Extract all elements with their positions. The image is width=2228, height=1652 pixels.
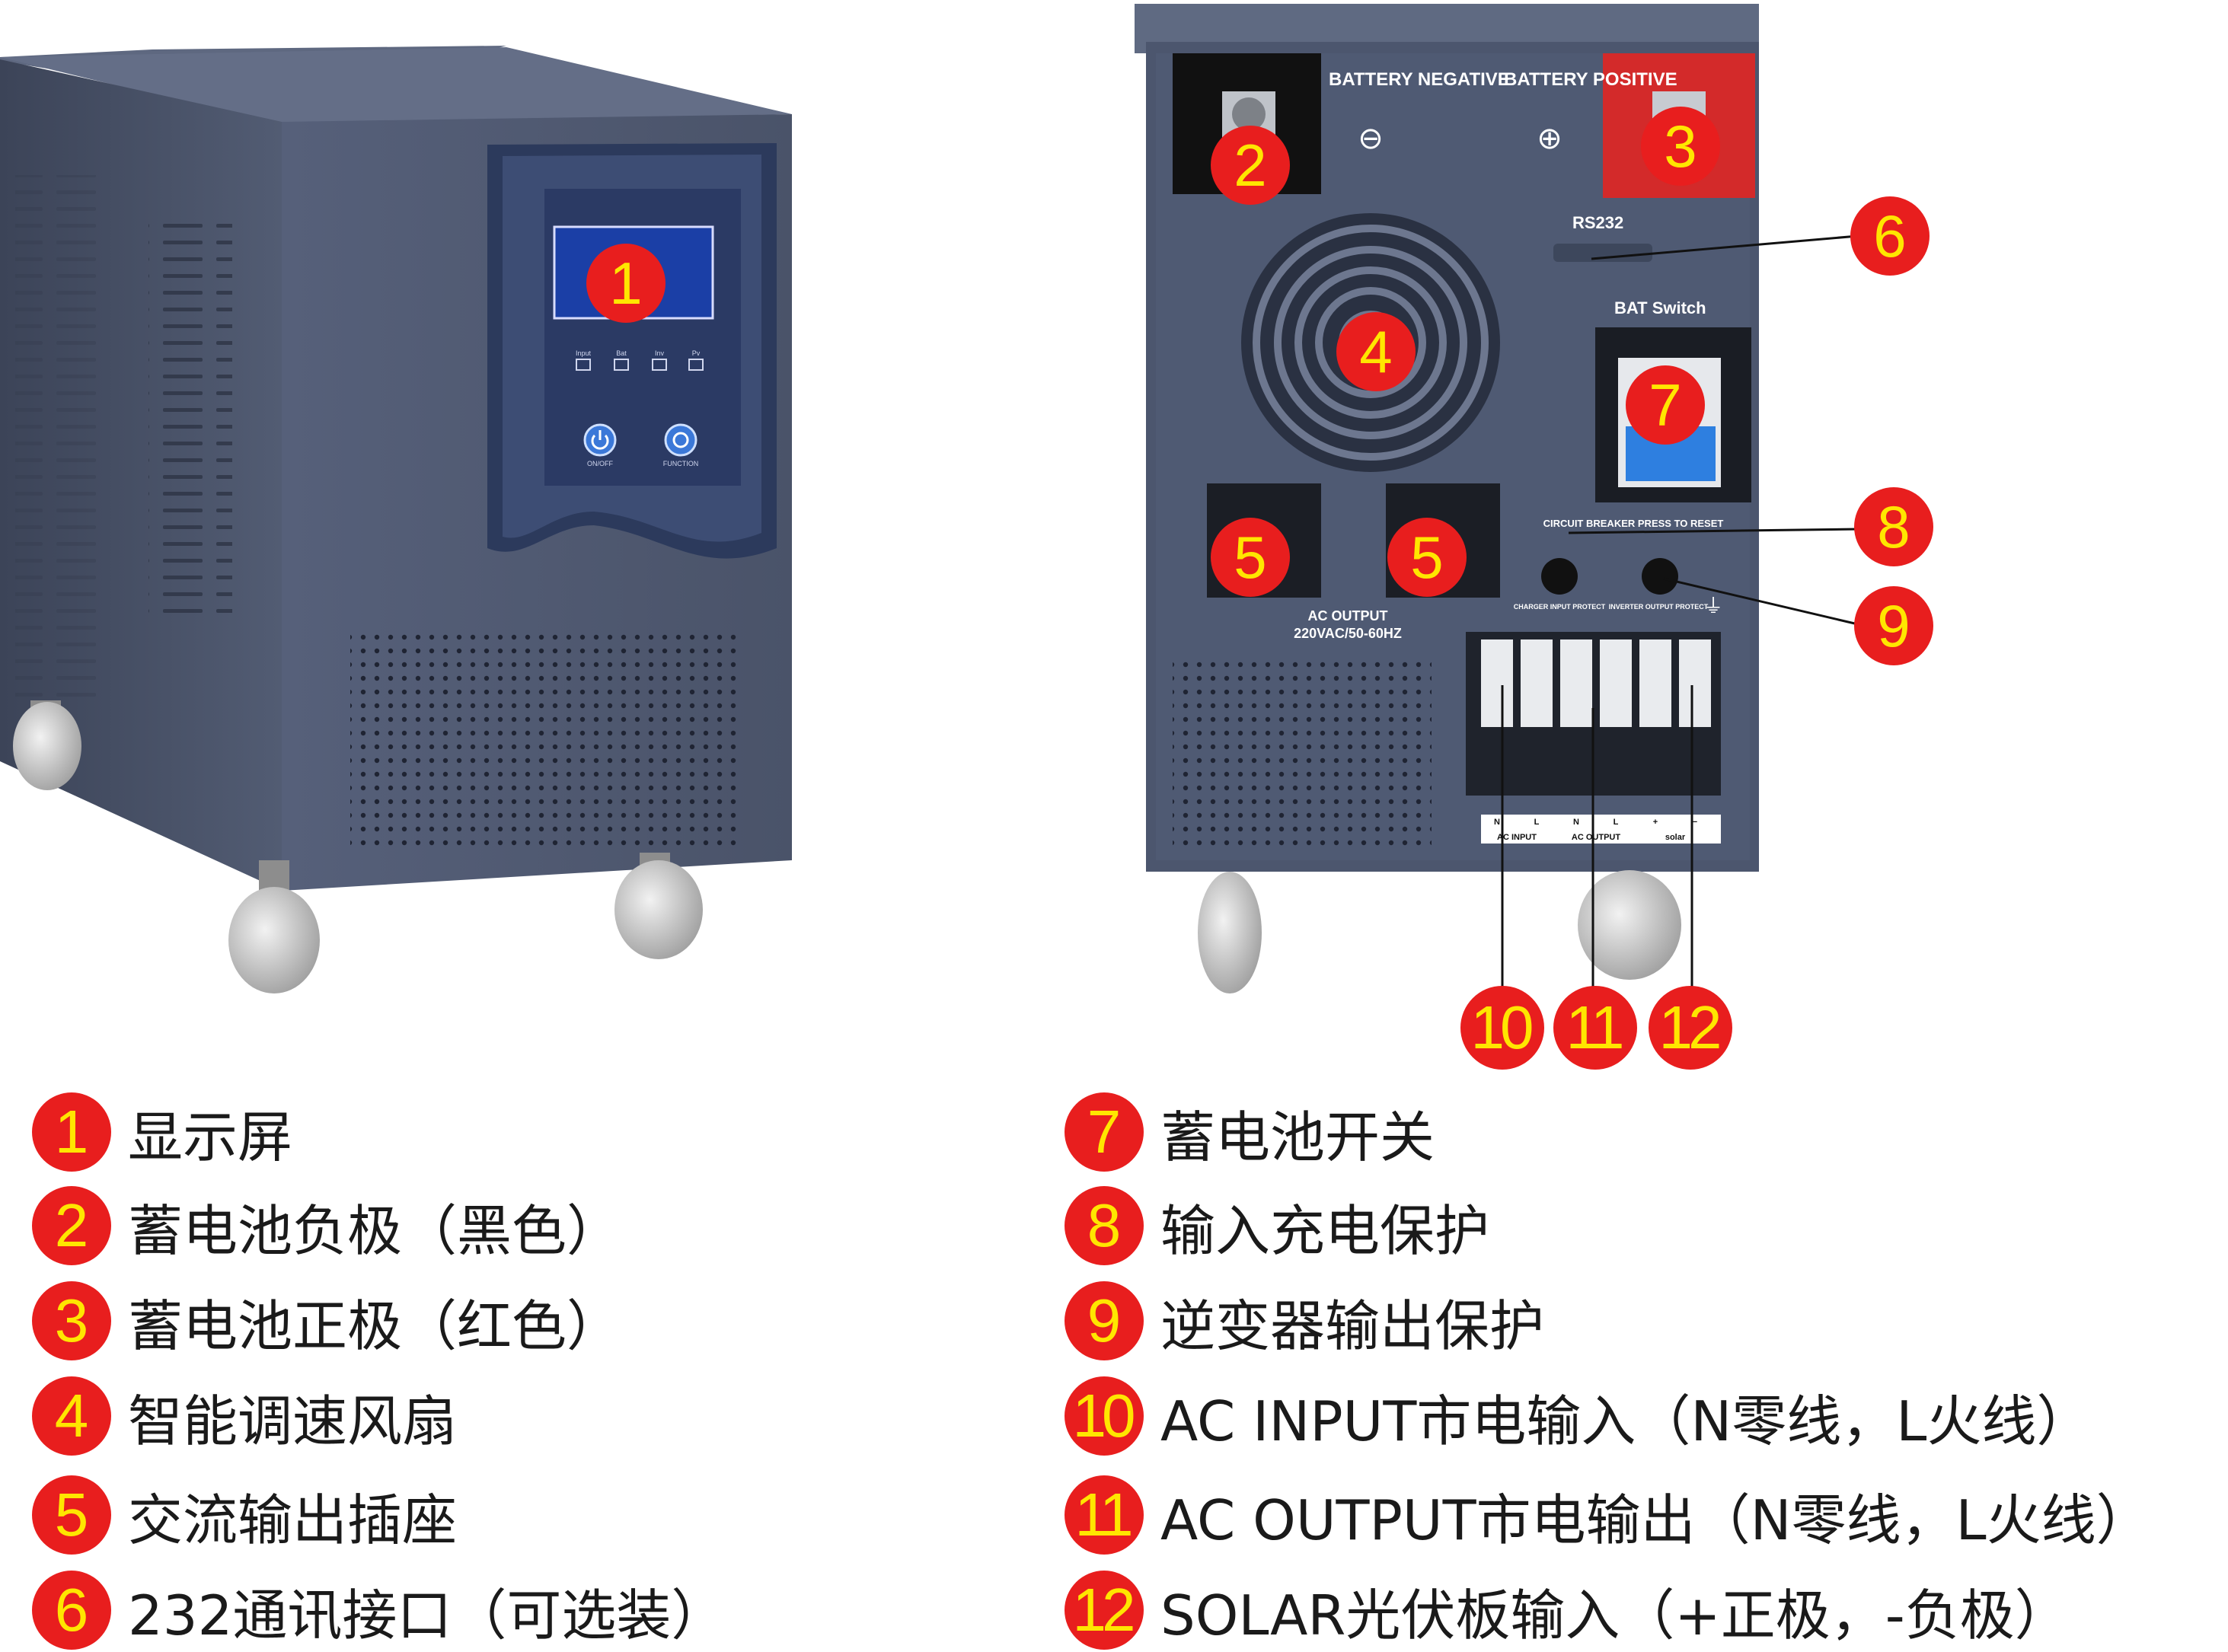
minus-symbol: ⊖ (1358, 121, 1384, 156)
legend-text-12: SOLAR光伏板输入（+正极，-负极） (1160, 1583, 2070, 1647)
group-ac-output: AC OUTPUT (1572, 833, 1620, 842)
ground-icon: ⏚ (1703, 595, 1723, 618)
ac-output-rating: 220VAC/50-60HZ (1294, 626, 1402, 641)
pin-plus: + (1653, 818, 1658, 827)
legend-item-5: 5 交流输出插座 (32, 1473, 457, 1557)
pin-minus: − (1693, 818, 1697, 827)
pin-l2: L (1614, 818, 1619, 827)
legend-text-8: 输入充电保护 (1160, 1198, 1490, 1263)
legend-badge-11: 11 (1065, 1475, 1144, 1555)
terminal-label-strip (1481, 815, 1721, 844)
legend-item-1: 1 显示屏 (32, 1090, 292, 1174)
battery-positive-label: BATTERY POSITIVE (1504, 69, 1677, 90)
legend-item-12: 12 SOLAR光伏板输入（+正极，-负极） (1065, 1568, 2070, 1652)
charger-input-protect-label: CHARGER INPUT PROTECT (1514, 603, 1606, 611)
power-button[interactable] (583, 423, 617, 457)
legend-item-2: 2 蓄电池负极（黑色） (32, 1184, 621, 1268)
bat-switch-label: BAT Switch (1614, 298, 1706, 317)
legend-text-9: 逆变器输出保护 (1160, 1293, 1545, 1358)
legend-badge-6: 6 (32, 1571, 111, 1650)
battery-negative-label-line1: BATTERY NEGATIVE (1329, 69, 1510, 90)
pin-n2: N (1573, 818, 1579, 827)
rear-wheels (1198, 870, 1681, 993)
circuit-breaker-label: CIRCUIT BREAKER PRESS TO RESET (1543, 518, 1724, 529)
indicator-inv-label: Inv (655, 349, 665, 357)
rs232-port[interactable] (1553, 244, 1652, 262)
callout-12: 12 (1649, 986, 1732, 1070)
front-grille (350, 632, 739, 853)
legend-item-3: 3 蓄电池正极（红色） (32, 1279, 621, 1363)
pin-n1: N (1494, 818, 1500, 827)
legend-item-7: 7 蓄电池开关 (1065, 1090, 1435, 1174)
callout-7: 7 (1626, 365, 1705, 445)
legend-text-2: 蓄电池负极（黑色） (128, 1198, 622, 1263)
legend-badge-4: 4 (32, 1376, 111, 1456)
legend-badge-9: 9 (1065, 1281, 1144, 1360)
legend-badge-1: 1 (32, 1092, 111, 1172)
front-wheels (13, 700, 703, 993)
callout-lines (1501, 234, 1859, 990)
indicator-led-bat (614, 359, 629, 371)
callout-5a: 5 (1211, 518, 1290, 597)
legend-item-4: 4 智能调速风扇 (32, 1374, 457, 1458)
inverter-output-breaker[interactable] (1642, 558, 1678, 595)
callout-10: 10 (1460, 986, 1544, 1070)
front-unit: Input Bat Inv Pv ON/OFF FUNCTION (0, 46, 792, 993)
pin-l1: L (1534, 818, 1540, 827)
legend-badge-3: 3 (32, 1281, 111, 1360)
on-off-label: ON/OFF (587, 460, 613, 467)
indicator-pv-label: Pv (692, 349, 701, 357)
legend-item-10: 10 AC INPUT市电输入（N零线，L火线） (1065, 1374, 2091, 1458)
callout-6: 6 (1850, 196, 1930, 276)
legend-text-10: AC INPUT市电输入（N零线，L火线） (1160, 1389, 2092, 1453)
terminal-screws (1481, 639, 1711, 727)
function-button[interactable] (664, 423, 697, 457)
legend-item-6: 6 232通讯接口（可选装） (32, 1568, 726, 1652)
indicator-led-input (576, 359, 591, 371)
ac-output-label: AC OUTPUT (1308, 608, 1388, 623)
callout-9: 9 (1854, 586, 1933, 665)
legend-item-8: 8 输入充电保护 (1065, 1184, 1489, 1268)
group-solar: solar (1665, 833, 1686, 842)
indicator-led-pv (688, 359, 704, 371)
indicator-input-label: Input (576, 349, 592, 357)
group-ac-input: AC INPUT (1497, 833, 1537, 842)
callout-1: 1 (586, 244, 666, 323)
legend-text-3: 蓄电池正极（红色） (128, 1293, 622, 1358)
legend-text-11: AC OUTPUT市电输出（N零线，L火线） (1160, 1488, 2151, 1552)
front-unit-top (0, 47, 792, 126)
legend-text-5: 交流输出插座 (128, 1488, 458, 1552)
callout-11: 11 (1553, 986, 1637, 1070)
legend-text-7: 蓄电池开关 (1160, 1105, 1435, 1169)
legend-text-6: 232通讯接口（可选装） (128, 1583, 726, 1647)
legend-item-11: 11 AC OUTPUT市电输出（N零线，L火线） (1065, 1473, 2151, 1557)
plus-symbol: ⊕ (1537, 121, 1562, 156)
callout-2: 2 (1211, 126, 1290, 205)
legend-text-4: 智能调速风扇 (128, 1389, 458, 1453)
callout-5b: 5 (1387, 518, 1467, 597)
legend-item-9: 9 逆变器输出保护 (1065, 1279, 1544, 1363)
callout-3: 3 (1641, 107, 1720, 186)
legend-badge-10: 10 (1065, 1376, 1144, 1456)
indicator-led-inv (652, 359, 667, 371)
legend-badge-8: 8 (1065, 1186, 1144, 1265)
callout-8: 8 (1854, 487, 1933, 566)
rs232-label: RS232 (1572, 213, 1623, 232)
legend-badge-12: 12 (1065, 1571, 1144, 1650)
indicator-bat-label: Bat (616, 349, 627, 357)
legend-badge-5: 5 (32, 1475, 111, 1555)
legend-badge-2: 2 (32, 1186, 111, 1265)
inverter-output-protect-label: INVERTER OUTPUT PROTECT (1609, 603, 1709, 611)
function-label: FUNCTION (663, 460, 699, 467)
rear-grille (1173, 655, 1432, 853)
callout-4: 4 (1336, 312, 1416, 391)
legend-badge-7: 7 (1065, 1092, 1144, 1172)
charger-input-breaker[interactable] (1541, 558, 1578, 595)
legend-text-1: 显示屏 (128, 1105, 293, 1169)
